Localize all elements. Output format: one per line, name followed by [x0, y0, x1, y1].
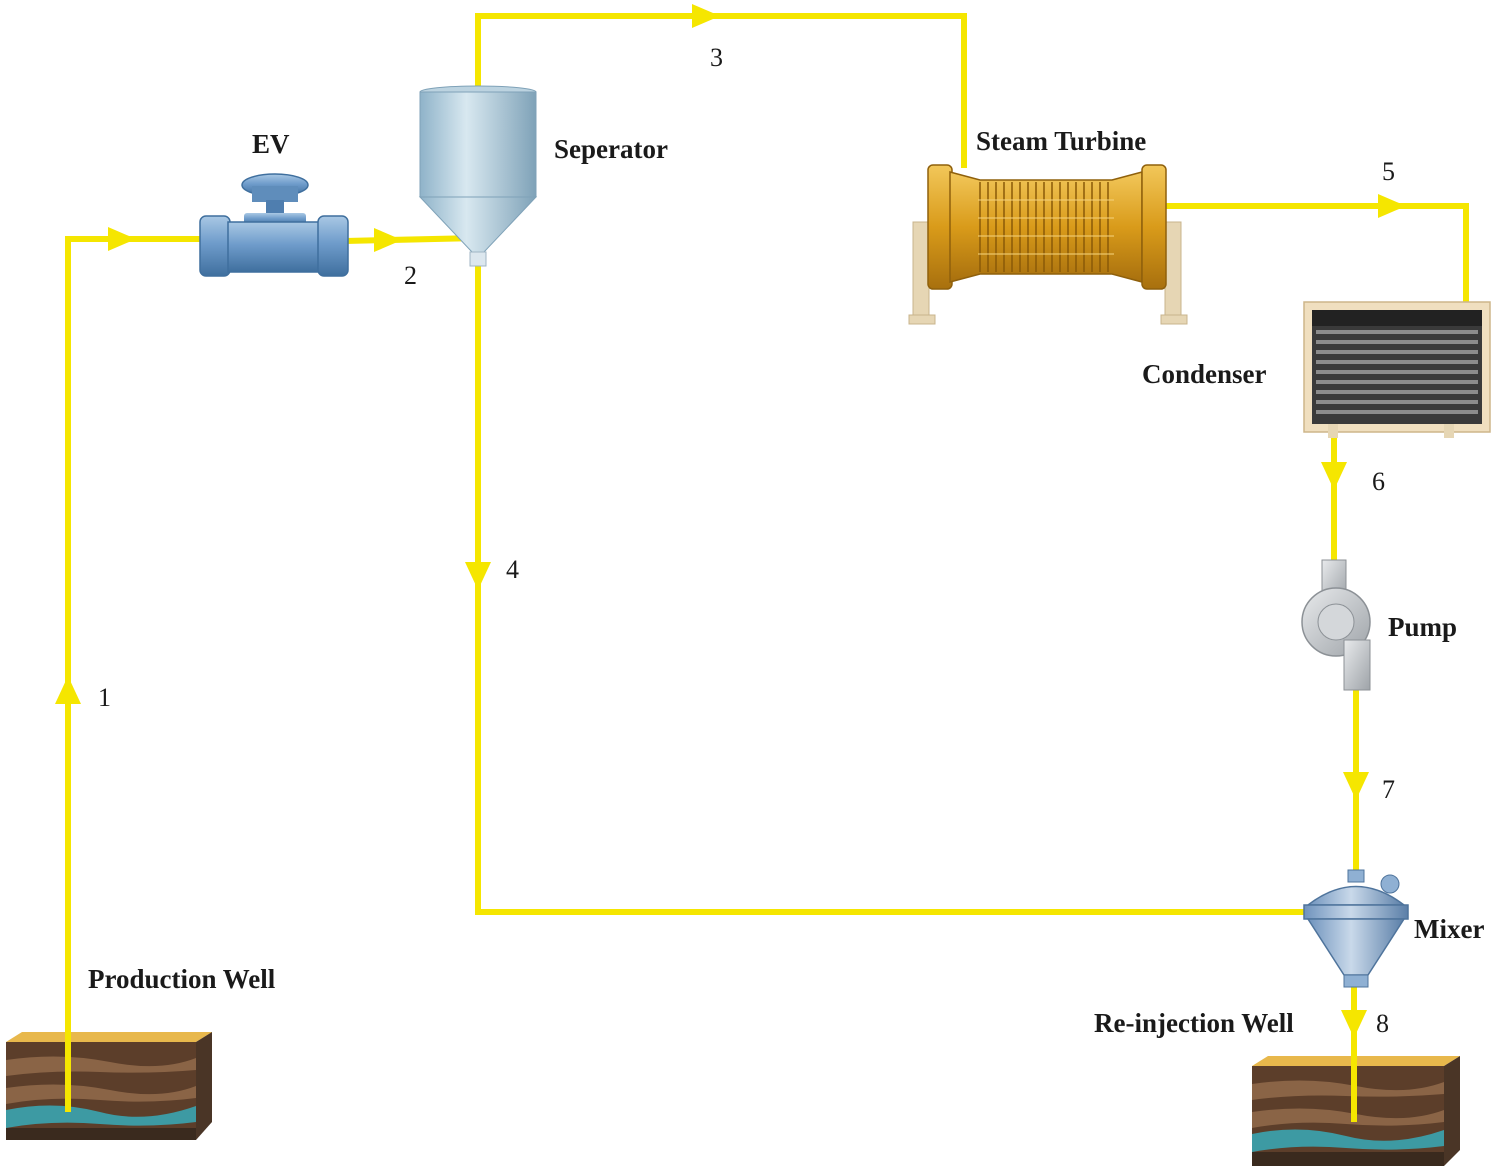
production-well-label: Production Well: [88, 964, 276, 994]
stream-number-6: 6: [1372, 467, 1385, 496]
steam-turbine-label: Steam Turbine: [976, 126, 1146, 156]
arrow-stream-1: [55, 676, 81, 704]
arrow-stream-7: [1343, 772, 1369, 800]
separator-label: Seperator: [554, 134, 668, 164]
component-labels: EV Seperator Steam Turbine Condenser Pum…: [88, 126, 1484, 1038]
stream-5-pipe: [1165, 203, 1469, 306]
ev-label: EV: [252, 129, 290, 159]
stream-number-2: 2: [404, 261, 417, 290]
pump-icon: [1301, 559, 1371, 691]
production-well-icon: [6, 1032, 212, 1140]
stream-number-1: 1: [98, 683, 111, 712]
steam-turbine-icon: [908, 164, 1188, 325]
stream-number-3: 3: [710, 43, 723, 72]
arrow-stream-2: [374, 228, 402, 252]
stream-number-5: 5: [1382, 157, 1395, 186]
mixer-icon: [1303, 869, 1409, 988]
mixer-label: Mixer: [1414, 914, 1484, 944]
reinjection-well-label: Re-injection Well: [1094, 1008, 1294, 1038]
condenser-icon: [1303, 301, 1491, 438]
arrow-stream-4: [465, 562, 491, 590]
stream-4-pipe: [475, 262, 1308, 915]
stream-3-pipe: [475, 13, 967, 168]
stream-number-8: 8: [1376, 1009, 1389, 1038]
arrow-stream-5: [1378, 194, 1406, 218]
stream-2-pipe: [344, 235, 479, 244]
flow-arrows: [55, 4, 1406, 1038]
stream-1-pipe: [65, 236, 205, 1112]
stream-number-4: 4: [506, 555, 519, 584]
arrow-stream-8: [1341, 1010, 1367, 1038]
arrow-stream-1b: [108, 227, 136, 251]
pump-label: Pump: [1388, 612, 1457, 642]
condenser-label: Condenser: [1142, 359, 1267, 389]
stream-number-7: 7: [1382, 775, 1395, 804]
stream-numbers: 1 2 3 4 5 6 7 8: [98, 43, 1395, 1038]
expansion-valve-icon: [199, 173, 349, 277]
arrow-stream-3: [692, 4, 720, 28]
separator-icon: [418, 85, 538, 267]
reinjection-well-icon: [1252, 1056, 1460, 1166]
pipes: [65, 13, 1469, 1122]
arrow-stream-6: [1321, 462, 1347, 490]
